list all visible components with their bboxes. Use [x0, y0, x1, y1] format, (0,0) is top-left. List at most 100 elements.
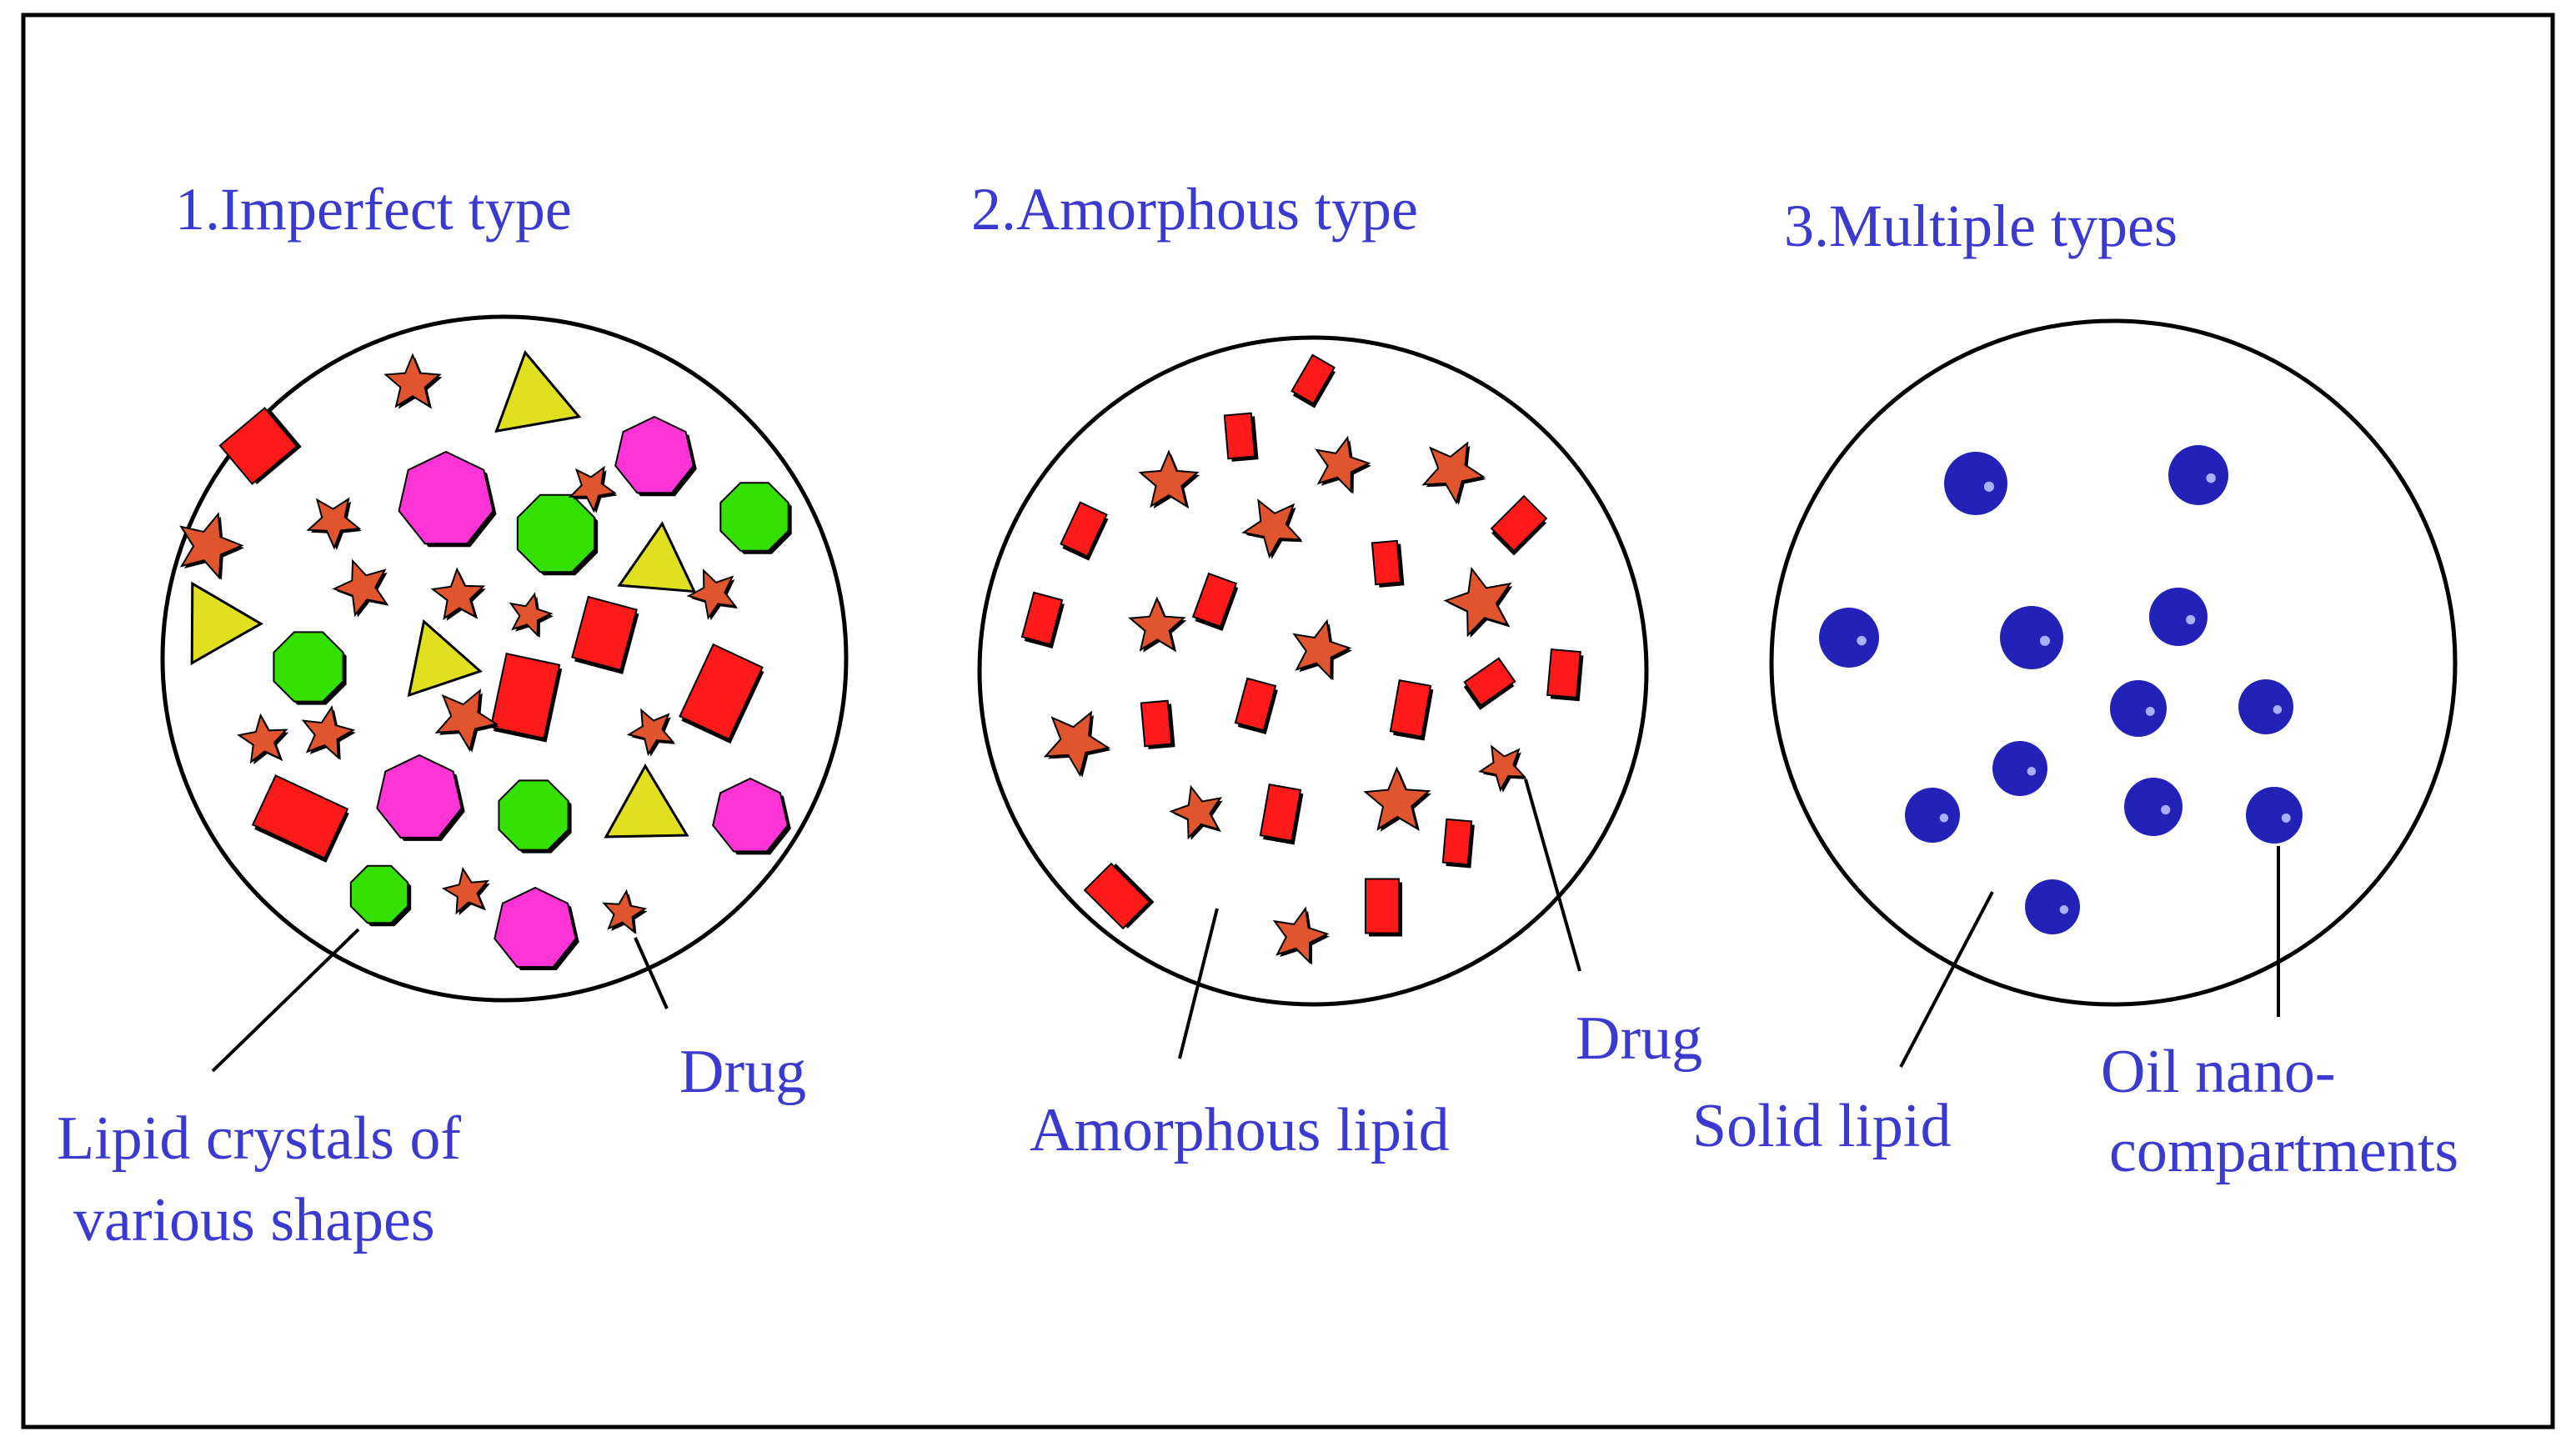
crystals-leader-line [211, 928, 360, 1073]
lipid-crystal-rect [1020, 591, 1064, 646]
lipid-crystal-rect [1083, 862, 1151, 930]
lipid-crystal-triangle [494, 349, 582, 433]
lipid-crystal-rect [1259, 784, 1302, 842]
oil-droplet [1992, 741, 2047, 796]
lipid-crystal-triangle [407, 618, 483, 698]
oil-droplet-highlight [2039, 635, 2051, 646]
oil-droplet-highlight [2059, 905, 2069, 914]
panel-1-contents [179, 349, 792, 970]
oil-droplet [1944, 452, 2007, 515]
panel-2-drug-label: Drug [1576, 1004, 1702, 1073]
drug-star [1315, 435, 1371, 494]
amorphous-leader-line [1178, 908, 1219, 1059]
oil-droplet-highlight [2145, 706, 2155, 716]
oil-droplet-highlight [2206, 473, 2216, 483]
lipid-crystal-rect [1490, 494, 1548, 553]
oil-droplet-highlight [2281, 813, 2291, 823]
oil-droplet [2149, 588, 2208, 646]
drug-star [1043, 710, 1110, 778]
solid-lipid-leader-line [1899, 891, 1994, 1068]
lipid-crystal-rect [1546, 648, 1581, 699]
drug-star [568, 465, 617, 513]
panel-3-title: 3.Multiple types [1784, 193, 2178, 259]
drug-leader-line-2 [1524, 779, 1581, 972]
panel-2-title: 2.Amorphous type [971, 176, 1418, 243]
oil-droplet-highlight [2273, 705, 2283, 714]
oil-label-line-2: compartments [2109, 1117, 2458, 1185]
panel-1-title: 1.Imperfect type [175, 176, 572, 243]
crystals-label-line-1: Lipid crystals of [57, 1104, 461, 1173]
panel-3-particle [1769, 318, 2458, 1007]
drug-star [332, 558, 388, 618]
drug-star [509, 592, 554, 638]
oil-droplet [1819, 608, 1879, 668]
drug-star [1138, 449, 1200, 508]
solid-lipid-label: Solid lipid [1692, 1092, 1951, 1160]
oil-droplet-highlight [1939, 814, 1949, 823]
lipid-crystal-rect [489, 653, 561, 739]
panel-2-particle [977, 335, 1649, 1007]
lipid-crystal-triangle [604, 764, 689, 839]
lipid-crystal-triangle [617, 521, 697, 593]
drug-star [301, 705, 356, 760]
drug-star [1363, 766, 1431, 831]
lipid-crystal-rect [679, 643, 764, 741]
drug-star [434, 688, 499, 753]
panel-3-contents [1819, 445, 2303, 934]
oil-droplet-highlight [2027, 767, 2037, 776]
drug-star [602, 889, 648, 934]
drug-star [306, 497, 362, 550]
oil-droplet-highlight [2186, 614, 2196, 625]
oil-droplet [2124, 778, 2183, 836]
lipid-crystal-green [719, 482, 789, 552]
lipid-crystal-rect [1441, 818, 1473, 866]
oil-droplet [2246, 787, 2303, 844]
lipid-crystal-rect [1463, 657, 1516, 707]
oil-droplet [2025, 879, 2080, 934]
drug-star [1272, 906, 1330, 964]
lipid-crystal-rect [1234, 677, 1277, 732]
oil-droplet [2110, 680, 2167, 737]
oil-droplet [2000, 606, 2063, 669]
drug-star [383, 353, 442, 408]
oil-droplet [1905, 788, 1960, 843]
lipid-crystal-green [349, 864, 409, 924]
lipid-crystal-rect [1191, 572, 1238, 628]
lipid-crystal-rect [218, 407, 298, 485]
oil-droplet [2168, 445, 2228, 505]
drug-star [1169, 784, 1222, 840]
oil-label-line-1: Oil nano- [2101, 1038, 2336, 1106]
lipid-crystal-heptagon [494, 886, 577, 968]
lipid-crystal-rect [1365, 878, 1400, 934]
lipid-crystal-rect [1223, 412, 1256, 460]
lipid-crystal-rect [1060, 501, 1108, 558]
lipid-crystal-heptagon [712, 777, 789, 853]
lipid-crystal-heptagon [376, 754, 463, 839]
drug-star [1421, 441, 1486, 505]
drug-leader-line-1 [634, 937, 669, 1009]
drug-star [626, 708, 675, 757]
oil-droplet-highlight [2161, 804, 2171, 815]
oil-droplet [2238, 679, 2293, 734]
lipid-crystal-rect [1291, 353, 1336, 405]
drug-star [1292, 618, 1352, 680]
drug-star [237, 713, 288, 764]
drug-star [1443, 566, 1512, 638]
oil-droplet-highlight [1983, 481, 1995, 492]
panel-1-drug-label: Drug [679, 1038, 806, 1106]
lipid-crystal-rect [251, 774, 349, 859]
lipid-crystal-triangle [190, 581, 263, 666]
lipid-crystal-rect [1371, 539, 1402, 586]
lipid-crystal-rect [571, 595, 638, 672]
lipid-crystal-green [516, 493, 596, 573]
drug-star [686, 568, 738, 620]
lipid-crystal-heptagon [614, 415, 694, 494]
diagram-frame [21, 13, 2555, 1429]
amorphous-lipid-label: Amorphous lipid [1030, 1096, 1450, 1164]
crystals-label-line-2: various shapes [73, 1186, 435, 1254]
drug-star [430, 567, 486, 621]
lipid-crystal-rect [1140, 699, 1173, 748]
panel-2-contents [1020, 353, 1584, 965]
oil-droplet-highlight [1857, 635, 1867, 646]
